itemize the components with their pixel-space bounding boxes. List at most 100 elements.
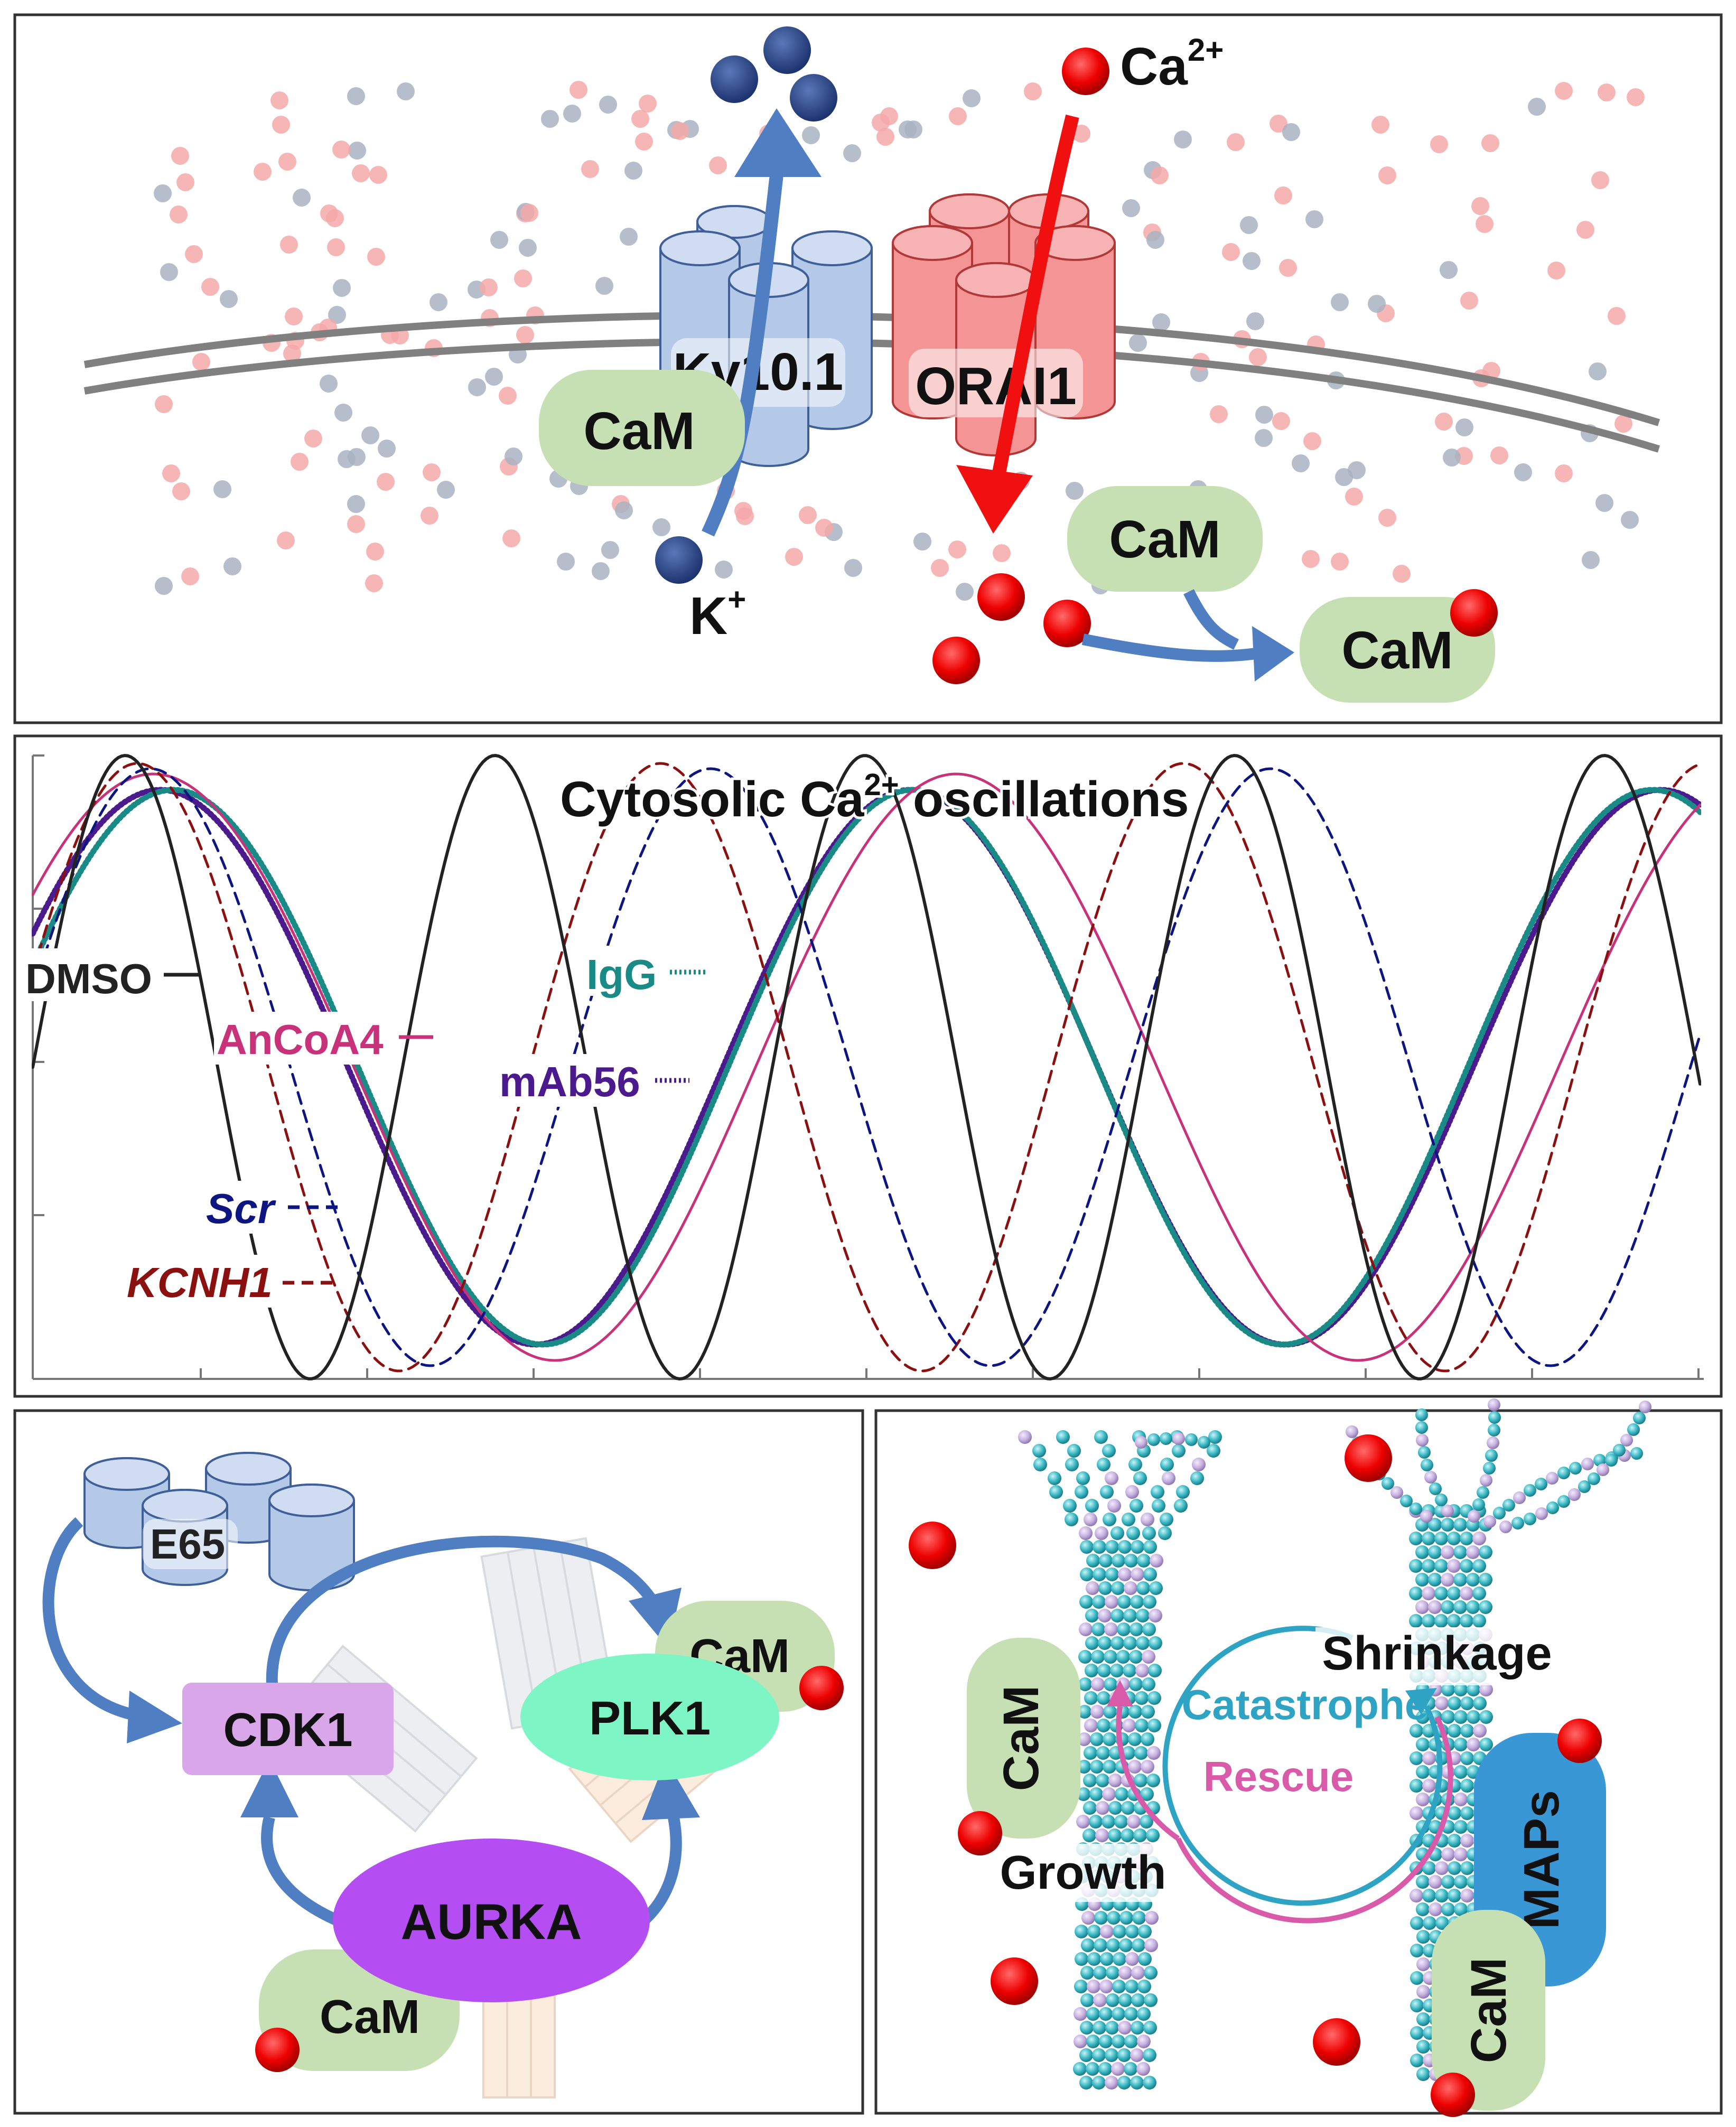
ca-background-dot (931, 559, 949, 577)
aurka-to-plk1-arrowhead (642, 1759, 700, 1820)
k-background-dot (843, 144, 861, 162)
ca-background-dot (1227, 133, 1245, 151)
ca-background-dot (514, 269, 532, 287)
k-background-dot (1152, 313, 1170, 331)
k-background-dot (1246, 312, 1264, 330)
ca-background-dot (1481, 134, 1499, 152)
ca-background-dot (1471, 197, 1489, 215)
k-background-dot (620, 228, 638, 246)
k-background-dot (378, 440, 396, 458)
tubulin-bead (1435, 1494, 1448, 1506)
tubulin-bead (1103, 1513, 1116, 1526)
tubulin-bead (1098, 1581, 1112, 1595)
tubulin-bead (1546, 1472, 1558, 1485)
tubulin-bead (1639, 1401, 1651, 1413)
tubulin-bead (1135, 1691, 1149, 1705)
ca-background-dot (785, 548, 803, 566)
cdk1-node (182, 1683, 394, 1775)
ca-background-dot (278, 153, 296, 171)
k-background-dot (802, 126, 820, 144)
k-background-dot (592, 562, 610, 580)
tubulin-bead (1085, 1499, 1099, 1513)
cam-left-label: CaM (993, 1685, 1049, 1792)
orai1-label: ORAI1 (915, 357, 1077, 416)
cam-free-label: CaM (1109, 510, 1220, 569)
tubulin-bead (1108, 1829, 1122, 1842)
k-background-dot (361, 426, 379, 444)
tubulin-bead (1410, 2026, 1424, 2040)
ca-background-dot (162, 464, 180, 482)
ca-background-dot (639, 95, 657, 113)
tubulin-bead (1460, 1806, 1474, 1820)
ca-background-dot (327, 238, 345, 256)
tubulin-bead (1460, 1559, 1473, 1573)
k-background-dot (1255, 429, 1273, 447)
tubulin-bead (1147, 1433, 1160, 1446)
tubulin-bead (1142, 1526, 1156, 1540)
ca-background-dot (631, 110, 649, 128)
tubulin-bead (1630, 1447, 1643, 1460)
tubulin-bead (1141, 1760, 1154, 1774)
ca-background-dot (876, 128, 894, 146)
tubulin-bead (1075, 1485, 1088, 1499)
tubulin-bead (1472, 1559, 1486, 1573)
tubulin-bead (1472, 1532, 1486, 1545)
panel-b-frame (13, 734, 1723, 1398)
tubulin-bead (1416, 1710, 1430, 1724)
k-background-dot (541, 110, 559, 128)
legend-bg (586, 946, 666, 996)
tubulin-bead (1454, 1683, 1468, 1696)
tubulin-bead (1467, 1710, 1480, 1724)
tubulin-bead (1094, 1938, 1107, 1952)
tubulin-bead (1128, 1705, 1142, 1719)
ca-background-dot (366, 543, 384, 561)
ca-background-dot (520, 204, 538, 222)
tubulin-bead (1138, 1925, 1152, 1938)
ca-ion-dot (1062, 48, 1109, 95)
rescue-arc-2 (1116, 1706, 1180, 1841)
ca-background-dot (1598, 83, 1616, 101)
tubulin-bead (1147, 1719, 1161, 1732)
ca-background-dot (272, 116, 290, 134)
aurka-to-cdk1-arrow (261, 1816, 346, 1929)
kv-subunit-top (659, 230, 741, 266)
tubulin-bead (1122, 1513, 1135, 1526)
tubulin-bead (1135, 1664, 1149, 1677)
ca-background-dot (201, 278, 219, 296)
panel-c-mitotic-kinases: E65 CaM CDK1 PLK1 CaM AURKA (13, 1409, 864, 2115)
tubulin-bead (1119, 1938, 1133, 1952)
tubulin-bead (1077, 1760, 1091, 1774)
tubulin-bead (1130, 1622, 1143, 1636)
plk1-node (520, 1654, 779, 1780)
tubulin-bead (1092, 1595, 1106, 1609)
tubulin-bead (1409, 1532, 1423, 1545)
ca-background-dot (1430, 135, 1448, 153)
tubulin-bead (1098, 1609, 1112, 1622)
tubulin-bead (1117, 1595, 1131, 1609)
e65-to-cdk1-arrow (42, 1517, 134, 1720)
ca-ion-dot (909, 1522, 956, 1569)
tubulin-bead (1633, 1412, 1646, 1424)
tubulin-bead (1144, 1993, 1158, 2007)
tubulin-bead (1049, 1485, 1063, 1499)
legend-dmso: DMSO (24, 948, 201, 1002)
tubulin-bead (1441, 1683, 1455, 1696)
tubulin-bead (1453, 1600, 1467, 1614)
tubulin-bead (1093, 1540, 1106, 1554)
tubulin-bead (1382, 1477, 1394, 1490)
ca-background-dot (1279, 259, 1297, 277)
tubulin-bead (1441, 1573, 1454, 1587)
k-background-dot (223, 557, 241, 575)
cam-left-pill (967, 1638, 1080, 1839)
tubulin-bead (1415, 1545, 1429, 1559)
ca-background-dot (1378, 509, 1396, 527)
tubulin-bead (1086, 1554, 1100, 1568)
tubulin-bead (1080, 1993, 1094, 2007)
tubulin-bead (1453, 1518, 1467, 1532)
tubulin-bead (1435, 1916, 1449, 1930)
tubulin-bead (1479, 1600, 1492, 1614)
ca-background-dot (1482, 362, 1500, 380)
tubulin-bead (1084, 1691, 1098, 1705)
ca-background-dot (332, 141, 350, 158)
